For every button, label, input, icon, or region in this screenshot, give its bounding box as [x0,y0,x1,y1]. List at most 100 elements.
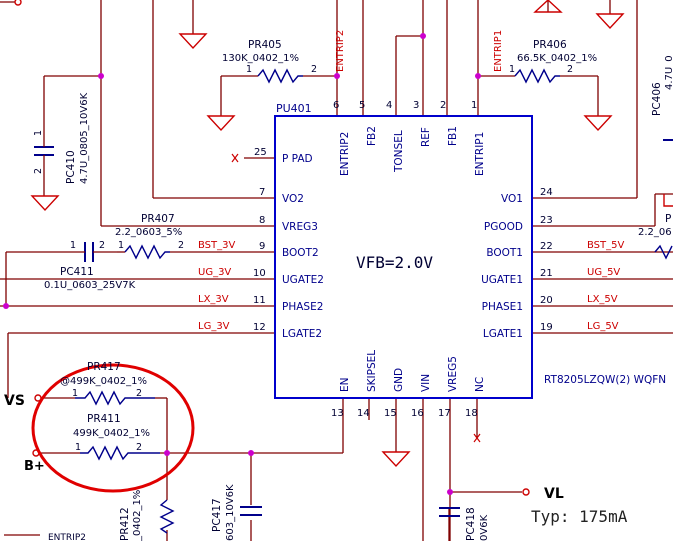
pr405-symbol [257,68,303,84]
pin-left-name-lgate2: LGATE2 [282,328,322,340]
right-partial-ref: P [665,213,671,225]
pin-left-name-ppad: P PAD [282,153,313,165]
typ-note: Typ: 175mA [531,507,628,526]
no-connect-marks [231,153,481,443]
net-lx-5v: LX_5V [587,294,618,305]
junctions [3,33,481,495]
pr407-value: 2.2_0603_5% [115,227,182,238]
chip-labels: PU401 VFB=2.0V RT8205LZQW(2) WQFN 6 5 4 … [253,100,666,419]
pr412-ref: PR412 [119,507,131,541]
net-entrip1-top: ENTRIP1 [493,30,504,72]
net-ug-5v: UG_5V [587,267,620,278]
pr406-symbol [514,68,560,84]
pr406-pin2: 2 [567,64,573,75]
chip-center-text: VFB=2.0V [356,253,433,272]
pr417-pin2: 2 [136,388,142,399]
pc411-pin1: 1 [70,240,76,251]
capacitors [34,139,673,517]
pin-bottom-name-nc: NC [474,377,486,392]
top-left-connector[interactable] [14,0,22,6]
net-lg-5v: LG_5V [587,321,619,332]
pin-bottom-name-vin: VIN [420,374,432,392]
pin-left-num-7: 7 [259,187,265,198]
pin-bottom-num-17: 17 [438,408,451,419]
pin-left-num-25: 25 [254,147,267,158]
pin-left-name-boot2: BOOT2 [282,247,319,259]
pr417-pin1: 1 [72,388,78,399]
connectors [14,0,530,496]
pin-bottom-name-skipsel: SKIPSEL [366,350,378,392]
pin-top-name-entrip1: ENTRIP1 [474,132,486,176]
ground-icon [206,115,236,132]
pin-top-num-6: 6 [333,100,339,111]
pc410-pin2: 2 [33,168,44,174]
pin-right-name-phase1: PHASE1 [482,301,523,313]
net-bst-5v: BST_5V [587,240,625,251]
pin-right-num-22: 22 [540,241,553,252]
pr417-ref: PR417 [87,361,121,373]
pr406-value: 66.5K_0402_1% [517,53,597,64]
pin-top-num-1: 1 [471,100,477,111]
pr406-pin1: 1 [509,64,515,75]
pr411-value: 499K_0402_1% [73,428,150,439]
pin-right-name-pgood: PGOOD [484,221,523,233]
chip-ref: PU401 [276,102,312,115]
ground-symbols [30,0,673,468]
pin-right-num-24: 24 [540,187,553,198]
pr407-ref: PR407 [141,213,175,225]
highlight-circle [31,363,195,493]
ground-icon [583,115,613,132]
pc418-value: 0V6K [479,514,490,541]
pc411-ref: PC411 [60,266,94,278]
pc410-ref: PC410 [65,150,77,184]
net-vs: VS [4,393,25,409]
pin-top-name-entrip2: ENTRIP2 [339,132,351,176]
vl-connector[interactable] [522,488,530,496]
pc417-value: 603_10V6K [225,484,236,541]
pin-right-name-ugate1: UGATE1 [481,274,523,286]
right-resistor-symbol [654,244,673,260]
pin-bottom-num-13: 13 [331,408,344,419]
ground-icon [533,0,563,13]
pin-right-num-20: 20 [540,295,553,306]
pc410-value: 4.7U_0805_10V6K [79,92,90,184]
net-entrip2-top: ENTRIP2 [335,30,346,72]
pin-bottom-num-15: 15 [384,408,397,419]
pc418-ref: PC418 [465,507,477,541]
pin-left-num-11: 11 [253,295,266,306]
pr407-pin2: 2 [178,240,184,251]
pr411-pin2: 2 [136,442,142,453]
pin-top-num-5: 5 [359,100,365,111]
ground-icon [595,13,625,30]
resistors [75,68,673,534]
pin-bottom-num-16: 16 [411,408,424,419]
pin-top-num-3: 3 [413,100,419,111]
pin-right-name-lgate1: LGATE1 [483,328,523,340]
ground-icon [178,33,208,50]
pr405-value: 130K_0402_1% [222,53,299,64]
pin-bottom-name-en: EN [339,378,351,393]
pc406-ref: PC406 [651,82,663,116]
ground-icon [381,451,411,468]
pr412-value: _0402_1% [132,490,143,541]
ground-icon [30,195,60,212]
pr417-symbol [75,390,155,406]
net-vl: VL [544,486,564,502]
pr405-ref: PR405 [248,39,282,51]
net-bplus: B+ [24,459,45,474]
pin-left-name-vo2: VO2 [282,193,304,205]
right-partial-value: 2.2_06 [638,227,672,238]
pin-top-name-fb1: FB1 [447,126,459,146]
pin-top-name-fb2: FB2 [366,126,378,146]
pin-left-name-ugate2: UGATE2 [282,274,324,286]
chip-part-number: RT8205LZQW(2) WQFN [544,374,666,386]
pin-bottom-num-14: 14 [357,408,370,419]
pin-right-num-21: 21 [540,268,553,279]
power-labels: VS B+ VL [4,393,564,502]
pin-bottom-name-vreg5: VREG5 [447,356,459,392]
pr412-symbol [159,499,175,534]
pr405-pin1: 1 [246,64,252,75]
